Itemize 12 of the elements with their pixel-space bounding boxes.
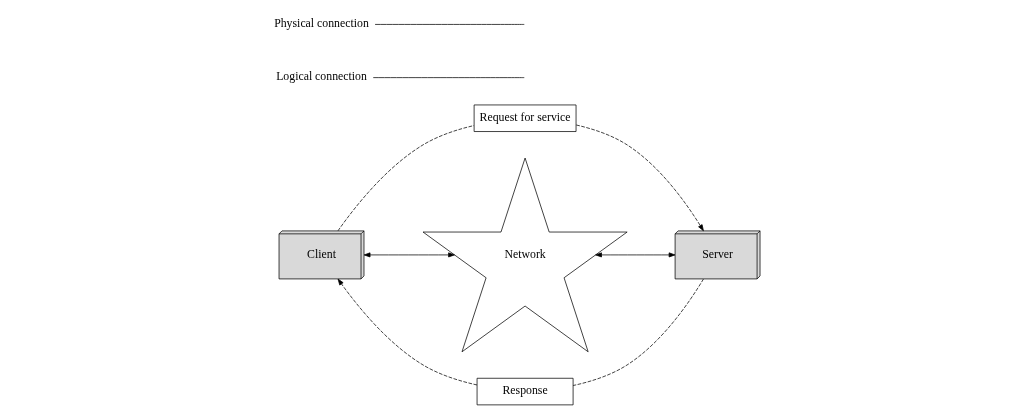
connector bbox=[337, 125, 475, 232]
arrow bbox=[363, 252, 455, 258]
connector bbox=[374, 24, 525, 25]
arrow bbox=[595, 252, 676, 258]
node-text: Logical connection bbox=[276, 69, 367, 84]
node-text: Physical connection bbox=[274, 16, 369, 31]
connector bbox=[572, 278, 704, 386]
arrow bbox=[337, 278, 478, 386]
node-box: Request for service bbox=[473, 104, 577, 132]
arrow bbox=[575, 124, 704, 232]
node-box: Response bbox=[476, 377, 574, 406]
connector bbox=[372, 77, 525, 78]
